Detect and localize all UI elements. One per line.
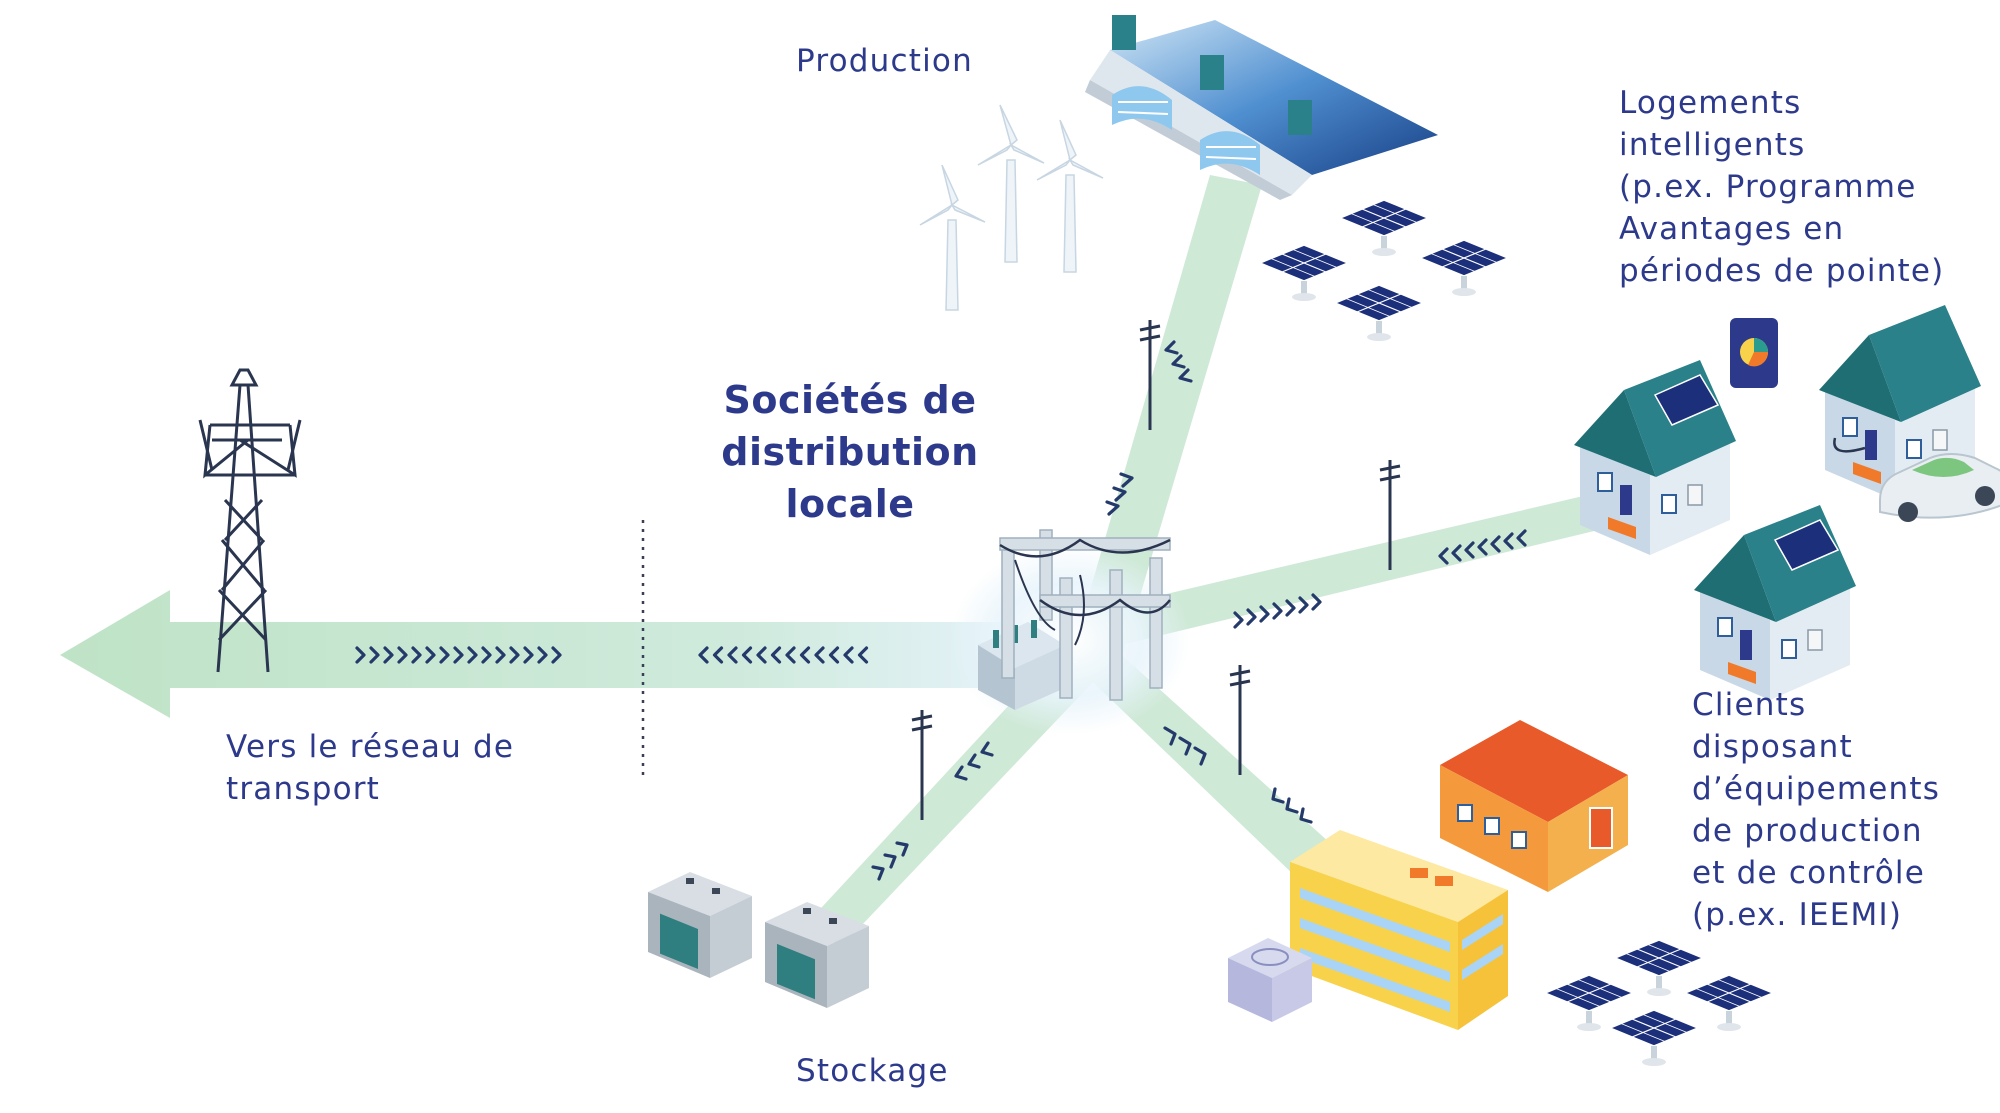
chevron-mark [799,646,811,664]
chevron-mark [495,646,506,664]
flow-bands [60,175,1640,948]
wind-turbine-icon [919,104,1104,311]
hydro-dam-icon [1085,15,1438,200]
chevron-mark [481,646,492,664]
smart-homes-line: (p.ex. Programme [1619,169,1917,205]
chevrons-production [1105,340,1193,516]
chevron-mark [1246,608,1257,626]
chevron-mark [843,646,854,664]
chevron-mark [1311,593,1322,611]
chevron-mark [1477,538,1488,556]
clients-label: Clients disposant d’équipements de produ… [1692,684,1940,936]
chevron-mark [355,646,366,664]
chevron-mark [857,646,869,664]
chevron-mark [369,646,380,664]
chevron-mark [1285,599,1296,617]
chevron-mark [770,646,782,664]
storage-label-text: Stockage [796,1053,949,1089]
transport-grid-label: Vers le réseau de transport [226,726,514,810]
chevron-mark [698,646,709,664]
clients-line: de production [1692,813,1923,849]
chevron-mark [785,646,796,664]
tablet-icon [1730,318,1778,388]
chevron-mark [551,646,562,664]
local-distribution-title: Sociétés de distribution locale [700,374,1000,530]
chevrons-homes-right [1233,593,1322,629]
clients-line: et de contrôle [1692,855,1926,891]
chevron-mark [397,646,408,664]
chevron-mark [383,646,394,664]
clients-line: d’équipements [1692,771,1941,807]
smart-homes-line: intelligents [1619,127,1806,163]
clients-line: Clients [1692,687,1807,723]
chevron-mark [523,646,534,664]
smart-homes-label: Logements intelligents (p.ex. Programme … [1619,82,1944,292]
transmission-tower-icon [198,368,302,673]
chevron-mark [1233,611,1244,629]
office-building-icon [1290,830,1508,1030]
chevron-mark [1259,605,1270,623]
substation-icon [978,529,1171,710]
electric-car-icon [1833,437,2000,522]
chevron-mark [1451,544,1462,562]
chevron-mark [1438,547,1449,565]
chevrons-clients [1163,726,1313,824]
chevron-mark [1490,535,1501,553]
production-label-text: Production [796,43,973,79]
chevron-mark [1516,529,1527,547]
chevron-mark [828,646,840,664]
rooftop-solar [1653,374,1840,571]
barn-icon [1440,720,1628,892]
chevrons-right-outer [355,646,562,664]
smart-home-icon [1573,304,1982,701]
solar-panel-icon [1259,199,1509,342]
chevrons-left-inner [698,646,869,664]
solar-panel-icon [1544,939,1774,1067]
chevron-mark [756,646,767,664]
chevron-mark [741,646,753,664]
battery-icon [648,872,869,1008]
chevron-mark [509,646,520,664]
center-title-line: Sociétés de [723,378,977,422]
chevrons-homes [1438,529,1527,565]
chevron-mark [467,646,478,664]
smart-homes-line: Avantages en [1619,211,1845,247]
chevron-mark [712,646,724,664]
smart-homes-line: Logements [1619,85,1802,121]
center-title-line: distribution [721,430,979,474]
production-label: Production [796,40,973,82]
chevron-mark [425,646,436,664]
flow-chevrons [355,340,1527,881]
chevron-mark [1503,532,1514,550]
transport-line: transport [226,771,381,807]
chevrons-storage [871,741,994,881]
hvac-unit-icon [1228,938,1312,1022]
chevron-mark [439,646,450,664]
chevron-mark [814,646,825,664]
chevron-mark [1272,602,1283,620]
clients-line: disposant [1692,729,1853,765]
clients-line: (p.ex. IEEMI) [1692,897,1903,933]
center-title-line: locale [785,482,915,526]
chevron-mark [727,646,738,664]
transport-line: Vers le réseau de [226,729,515,765]
chevron-mark [1298,596,1309,614]
homes-flow-band [1090,485,1640,650]
chevron-mark [453,646,464,664]
chevron-mark [411,646,422,664]
chevron-mark [537,646,548,664]
storage-label: Stockage [796,1050,949,1092]
smart-homes-line: périodes de pointe) [1619,253,1945,289]
chevron-mark [1464,541,1475,559]
